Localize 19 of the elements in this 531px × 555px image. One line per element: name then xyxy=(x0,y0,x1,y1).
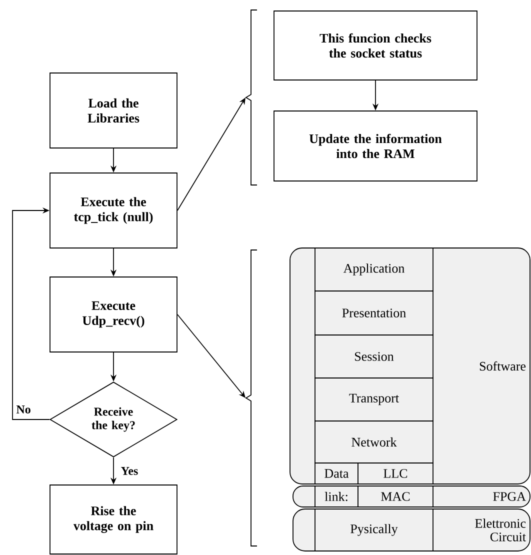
layer-cell: link: xyxy=(314,486,358,508)
layer-cell: MAC xyxy=(358,486,434,508)
process-box: This funcion checks the socket status xyxy=(274,10,478,80)
arrow xyxy=(12,207,50,420)
process-box: Load the Libraries xyxy=(50,72,178,148)
layer-cell: Transport xyxy=(314,378,434,422)
process-box: Update the information into the RAM xyxy=(274,110,478,182)
layer-cell: LLC xyxy=(358,462,434,484)
layer-cell: Session xyxy=(314,334,434,378)
process-box: Execute the tcp_tick (null) xyxy=(50,172,178,248)
process-box: Rise the voltage on pin xyxy=(50,484,178,554)
curly-bracket xyxy=(245,250,258,546)
layer-cell: Data xyxy=(314,462,358,484)
edge-label: No xyxy=(16,406,30,414)
layer-cell: Application xyxy=(314,248,434,292)
edge-label: Yes xyxy=(121,467,138,475)
layer-cell: Presentation xyxy=(314,290,434,336)
curly-bracket xyxy=(245,10,258,186)
process-box: Execute Udp_recv() xyxy=(50,276,178,352)
